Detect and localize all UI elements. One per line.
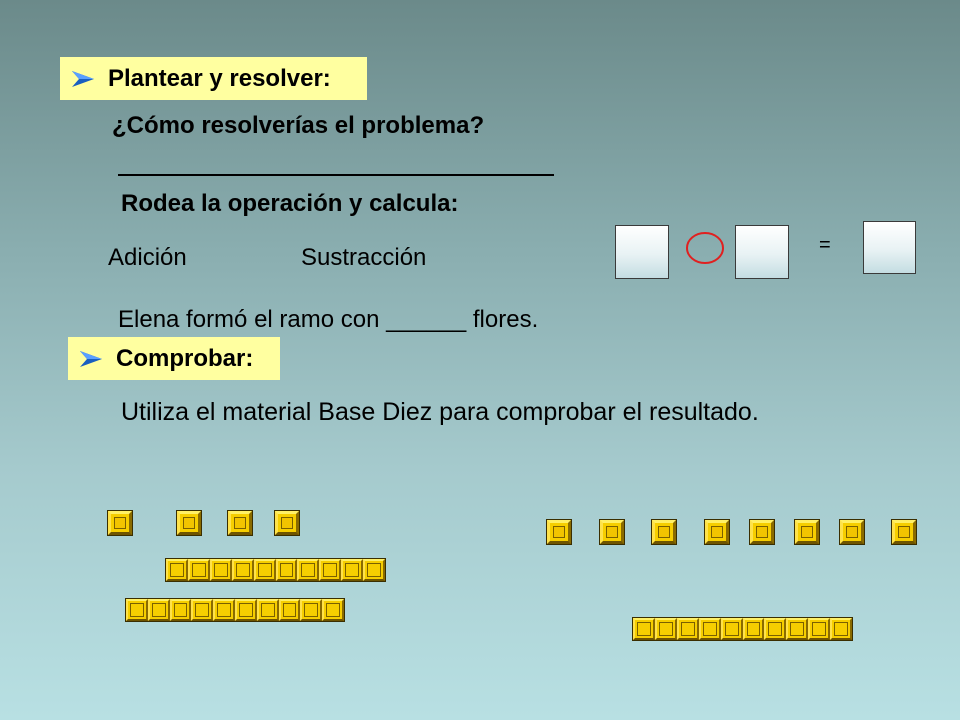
unit-block[interactable]: [840, 520, 864, 544]
unit-block[interactable]: [705, 520, 729, 544]
unit-block[interactable]: [750, 520, 774, 544]
equals-sign: =: [819, 234, 831, 256]
unit-block[interactable]: [547, 520, 571, 544]
unit-block[interactable]: [795, 520, 819, 544]
instruction-text: Rodea la operación y calcula:: [121, 190, 459, 217]
question-text: ¿Cómo resolverías el problema?: [112, 112, 485, 139]
plantear-title: Plantear y resolver:: [108, 64, 331, 92]
check-instruction: Utiliza el material Base Diez para compr…: [121, 398, 759, 426]
unit-block[interactable]: [892, 520, 916, 544]
unit-block[interactable]: [652, 520, 676, 544]
plantear-header: Plantear y resolver:: [60, 57, 367, 100]
unit-block[interactable]: [600, 520, 624, 544]
comprobar-title: Comprobar:: [116, 344, 254, 372]
unit-block[interactable]: [228, 511, 252, 535]
answer-sentence: Elena formó el ramo con ______ flores.: [118, 306, 539, 333]
operation-subtraction[interactable]: Sustracción: [301, 244, 427, 271]
unit-block[interactable]: [177, 511, 201, 535]
operand-box-2[interactable]: [735, 225, 789, 279]
unit-block[interactable]: [108, 511, 132, 535]
ten-rod[interactable]: [125, 598, 345, 622]
ten-rod[interactable]: [632, 617, 853, 641]
result-box[interactable]: [863, 221, 916, 274]
unit-block[interactable]: [275, 511, 299, 535]
comprobar-header: Comprobar:: [68, 337, 280, 380]
arrow-bullet-icon: [72, 70, 94, 87]
operation-addition[interactable]: Adición: [108, 244, 187, 271]
operand-box-1[interactable]: [615, 225, 669, 279]
answer-line: [118, 174, 554, 176]
ten-rod[interactable]: [165, 558, 386, 582]
operator-circle[interactable]: [685, 231, 725, 265]
arrow-bullet-icon: [80, 350, 102, 367]
